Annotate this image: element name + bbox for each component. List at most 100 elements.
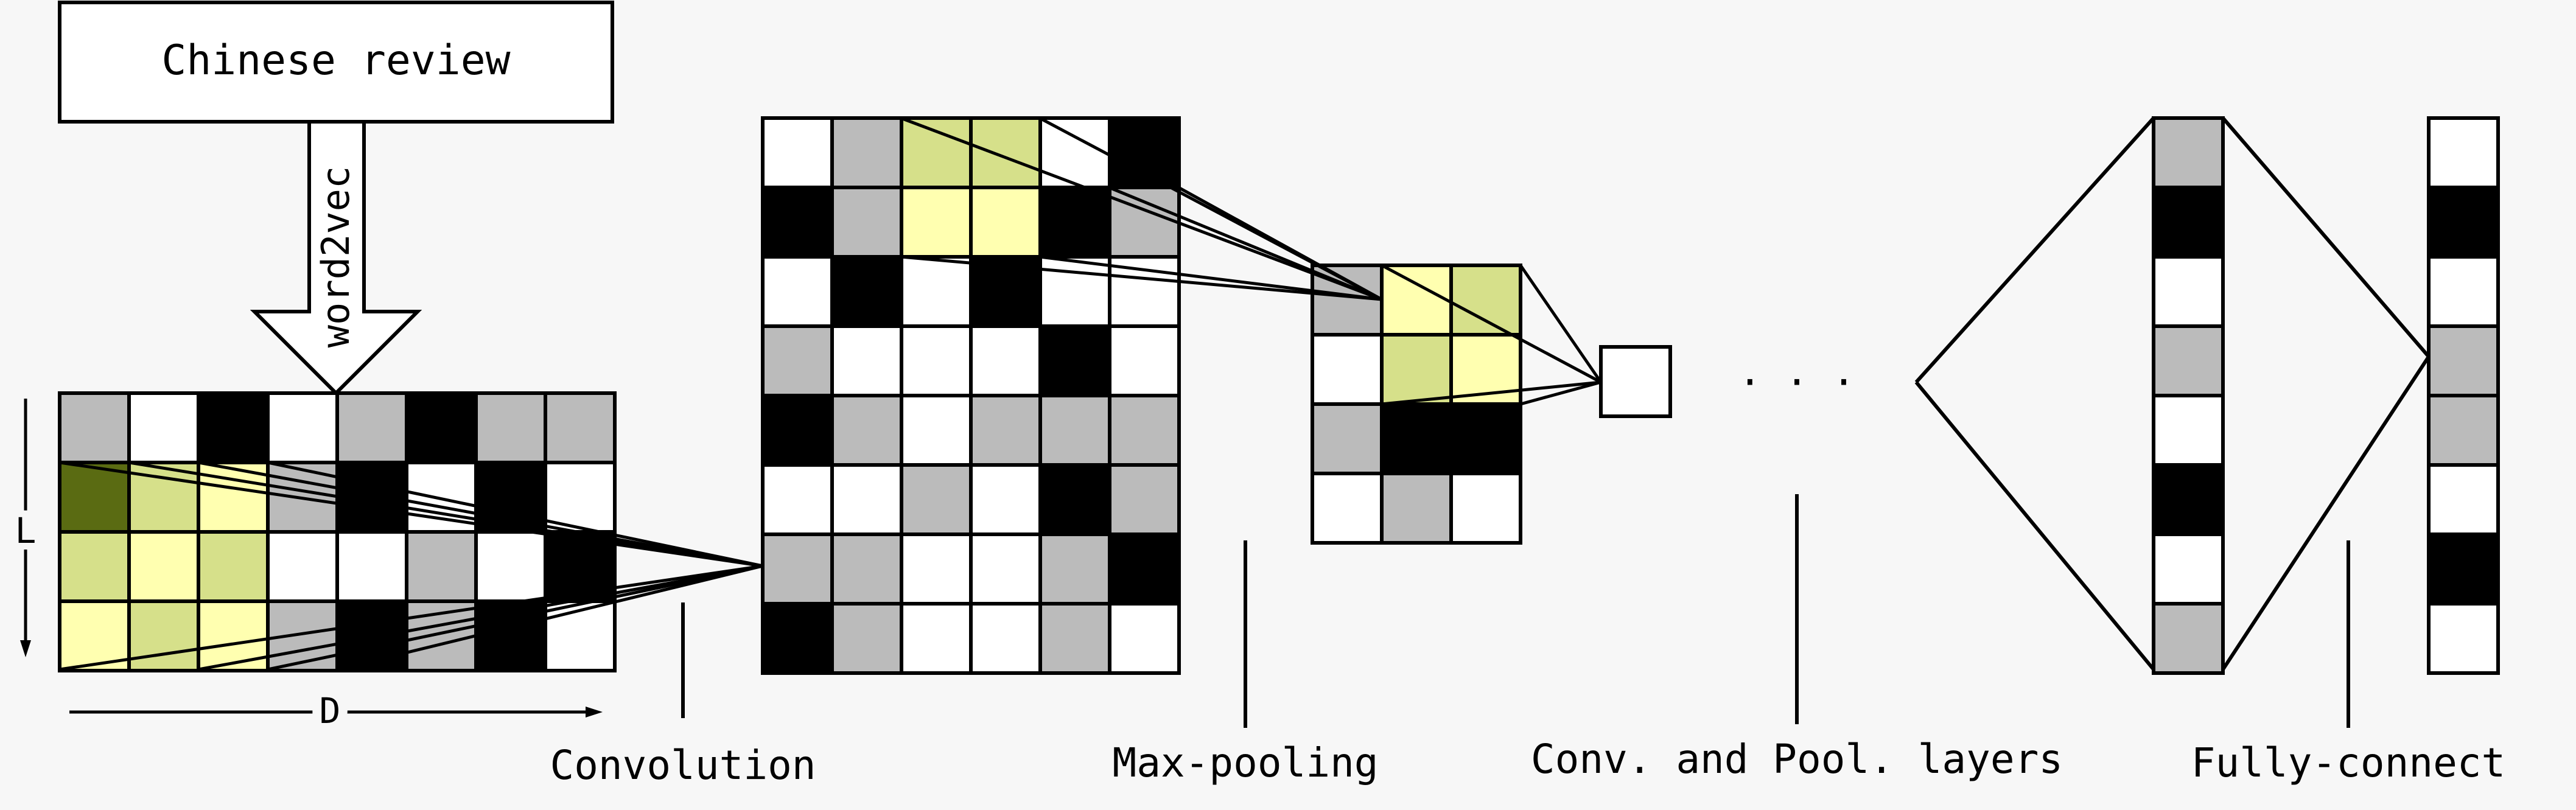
feature-map-cell-5-5	[1108, 463, 1181, 536]
rows-axis-arrow	[20, 399, 31, 657]
pooled-map-cell-0-2	[1449, 264, 1522, 337]
hidden-vector-cell-6-0	[2152, 532, 2225, 606]
hidden-vector-cell-5-0	[2152, 463, 2225, 536]
feature-map-cell-4-4	[1038, 394, 1111, 467]
feature-map-cell-5-2	[900, 463, 973, 536]
feature-map-cell-0-3	[969, 116, 1042, 189]
feature-map-cell-6-3	[969, 532, 1042, 606]
input-matrix-cell-0-0	[58, 391, 131, 464]
input-embedding-matrix	[58, 391, 617, 672]
pooled-feature-map	[1311, 264, 1522, 545]
feature-map-cell-3-4	[1038, 324, 1111, 397]
cols-axis-label: D	[320, 690, 341, 731]
hidden-vector	[2152, 116, 2225, 675]
max-pooling-caption: Max-pooling	[1112, 739, 1378, 786]
pooled-map-cell-0-0	[1311, 264, 1384, 337]
feature-map-cell-4-3	[969, 394, 1042, 467]
feature-map-cell-0-5	[1108, 116, 1181, 189]
input-matrix-cell-2-2	[197, 530, 270, 603]
input-matrix-cell-3-1	[127, 599, 200, 672]
convolution-feature-map	[761, 116, 1181, 675]
pooled-map-cell-2-0	[1311, 402, 1384, 475]
input-matrix-cell-0-2	[197, 391, 270, 464]
input-matrix-cell-3-4	[335, 599, 408, 672]
input-matrix-cell-2-4	[335, 530, 408, 603]
hidden-vector-cell-3-0	[2152, 324, 2225, 397]
pooled-map-cell-3-0	[1311, 472, 1384, 545]
feature-map-cell-5-4	[1038, 463, 1111, 536]
pool-to-unit-lines	[1381, 264, 1603, 406]
input-matrix-cell-0-5	[405, 391, 478, 464]
hidden-vector-cell-7-0	[2152, 602, 2225, 675]
feature-map-cell-1-5	[1108, 186, 1181, 259]
output-vector-cell-2-0	[2427, 255, 2500, 328]
feature-map-cell-0-2	[900, 116, 973, 189]
feature-map-cell-5-0	[761, 463, 834, 536]
feature-map-cell-3-5	[1108, 324, 1181, 397]
input-matrix-cell-1-7	[544, 461, 617, 534]
feature-map-cell-0-0	[761, 116, 834, 189]
pooled-map-cell-2-2	[1449, 402, 1522, 475]
feature-map-cell-3-1	[830, 324, 903, 397]
single-unit-box	[1599, 345, 1672, 418]
input-matrix-cell-1-0	[58, 461, 131, 534]
fully-connect-caption: Fully-connect	[2191, 739, 2506, 786]
feature-map-cell-4-2	[900, 394, 973, 467]
cols-axis-arrow	[69, 707, 603, 717]
pooled-map-cell-1-1	[1380, 333, 1453, 406]
pooled-map-cell-1-0	[1311, 333, 1384, 406]
output-vector	[2427, 116, 2500, 675]
feature-map-cell-3-3	[969, 324, 1042, 397]
feature-map-cell-1-0	[761, 186, 834, 259]
feature-map-cell-3-2	[900, 324, 973, 397]
input-matrix-cell-1-2	[197, 461, 270, 534]
feature-map-cell-4-1	[830, 394, 903, 467]
output-vector-cell-3-0	[2427, 324, 2500, 397]
input-matrix-cell-0-4	[335, 391, 408, 464]
input-matrix-cell-0-6	[474, 391, 547, 464]
rows-axis-label: L	[15, 510, 37, 551]
input-matrix-cell-3-7	[544, 599, 617, 672]
feature-map-cell-2-4	[1038, 255, 1111, 328]
word2vec-arrow	[250, 120, 422, 396]
chinese-review-box	[58, 1, 614, 124]
output-vector-cell-0-0	[2427, 116, 2500, 189]
pooled-map-cell-2-1	[1380, 402, 1453, 475]
input-matrix-cell-0-3	[266, 391, 339, 464]
feature-map-cell-2-2	[900, 255, 973, 328]
convolution-projection-lines	[59, 461, 763, 671]
feature-map-cell-6-2	[900, 532, 973, 606]
output-vector-cell-7-0	[2427, 602, 2500, 675]
input-matrix-cell-2-0	[58, 530, 131, 603]
fully-connected-lines	[1914, 116, 2431, 671]
feature-map-cell-7-3	[969, 602, 1042, 675]
feature-map-cell-2-0	[761, 255, 834, 328]
hidden-vector-cell-0-0	[2152, 116, 2225, 189]
pooled-map-cell-0-1	[1380, 264, 1453, 337]
input-matrix-cell-2-3	[266, 530, 339, 603]
output-vector-cell-5-0	[2427, 463, 2500, 536]
pooled-map-cell-3-1	[1380, 472, 1453, 545]
feature-map-cell-0-4	[1038, 116, 1111, 189]
feature-map-cell-7-2	[900, 602, 973, 675]
feature-map-cell-1-4	[1038, 186, 1111, 259]
input-matrix-cell-2-1	[127, 530, 200, 603]
feature-map-cell-1-3	[969, 186, 1042, 259]
pooling-projection-lines	[900, 116, 1383, 301]
feature-map-cell-7-0	[761, 602, 834, 675]
input-matrix-cell-0-7	[544, 391, 617, 464]
ellipsis: · · ·	[1738, 360, 1856, 405]
feature-map-cell-6-0	[761, 532, 834, 606]
input-matrix-cell-3-2	[197, 599, 270, 672]
feature-map-cell-1-1	[830, 186, 903, 259]
chinese-review-label: Chinese review	[161, 37, 510, 85]
output-vector-cell-6-0	[2427, 532, 2500, 606]
feature-map-cell-1-2	[900, 186, 973, 259]
input-matrix-cell-2-6	[474, 530, 547, 603]
convolution-caption: Convolution	[550, 742, 816, 789]
layers-caption: Conv. and Pool. layers	[1531, 736, 2063, 783]
feature-map-cell-0-1	[830, 116, 903, 189]
feature-map-cell-3-0	[761, 324, 834, 397]
feature-map-cell-7-1	[830, 602, 903, 675]
